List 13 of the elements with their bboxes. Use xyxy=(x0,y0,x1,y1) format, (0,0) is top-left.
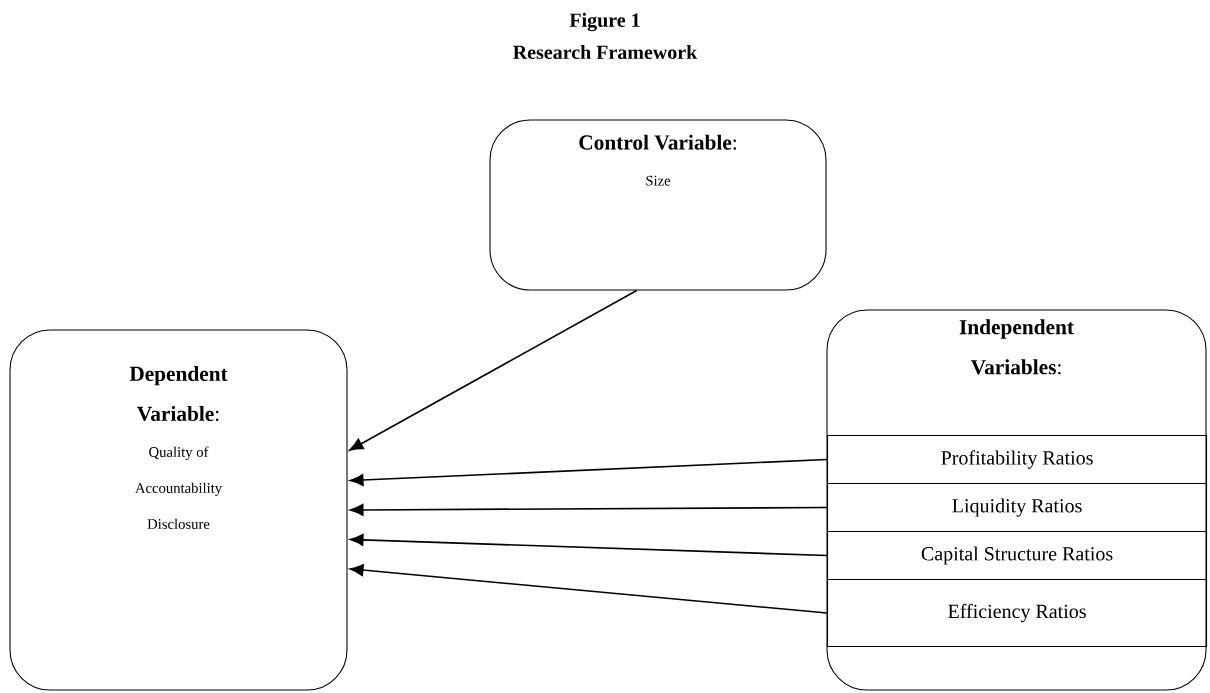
figure-number: Figure 1 xyxy=(569,12,640,32)
variable-box: Dependent Variable: Quality of Accountability Disclosure xyxy=(9,329,348,691)
ratio-row: Efficiency Ratios xyxy=(827,579,1208,648)
arrow xyxy=(349,503,828,516)
arrow xyxy=(349,533,828,557)
ratio-row: Liquidity Ratios xyxy=(827,483,1208,533)
ratio-row: Profitability Ratios xyxy=(827,435,1208,485)
arrow xyxy=(349,458,828,486)
figure-title: Research Framework xyxy=(513,45,698,60)
arrow xyxy=(349,289,638,451)
arrow xyxy=(349,564,828,614)
variable-box: Control Variable: Size xyxy=(489,119,827,291)
ratio-row: Capital Structure Ratios xyxy=(827,531,1208,581)
